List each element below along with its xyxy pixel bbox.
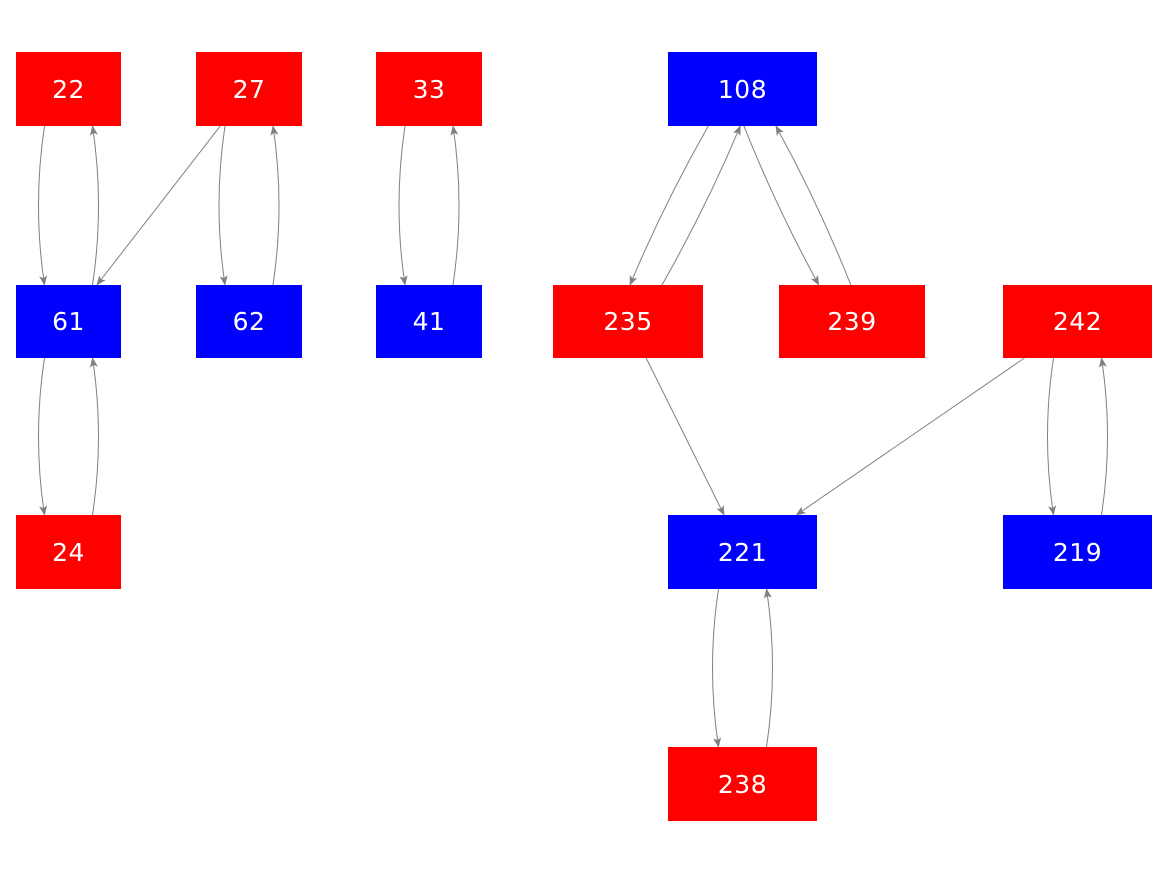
graph-edge-61-to-24 — [38, 357, 48, 516]
edge-paths — [38, 125, 1108, 748]
graph-node-62[interactable]: 62 — [196, 285, 302, 358]
graph-node-33[interactable]: 33 — [376, 52, 482, 126]
graph-edge-27-to-61 — [96, 125, 221, 286]
graph-edge-41-to-33 — [450, 125, 460, 286]
graph-edge-61-to-22 — [89, 125, 99, 286]
graph-node-27[interactable]: 27 — [196, 52, 302, 126]
graph-edge-24-to-61 — [89, 357, 99, 516]
graph-node-24[interactable]: 24 — [16, 515, 121, 589]
graph-edge-108-to-239 — [743, 125, 820, 286]
graph-edge-242-to-221 — [795, 357, 1025, 516]
graph-node-238[interactable]: 238 — [668, 747, 817, 821]
graph-node-22[interactable]: 22 — [16, 52, 121, 126]
graph-node-235[interactable]: 235 — [553, 285, 703, 358]
graph-edge-242-to-219 — [1047, 357, 1057, 516]
graph-edge-33-to-41 — [398, 125, 408, 286]
graph-edge-221-to-238 — [712, 588, 722, 748]
graph-edge-27-to-62 — [218, 125, 228, 286]
graph-edge-22-to-61 — [38, 125, 48, 286]
graph-node-239[interactable]: 239 — [779, 285, 925, 358]
graph-edge-235-to-108 — [661, 125, 741, 286]
graph-node-108[interactable]: 108 — [668, 52, 817, 126]
graph-node-242[interactable]: 242 — [1003, 285, 1152, 358]
graph-edge-219-to-242 — [1098, 357, 1108, 516]
graph-edge-108-to-235 — [629, 125, 709, 286]
graph-node-221[interactable]: 221 — [668, 515, 817, 589]
graph-edge-238-to-221 — [763, 588, 773, 748]
graph-edge-62-to-27 — [270, 125, 280, 286]
graph-edge-235-to-221 — [645, 357, 725, 516]
graph-node-41[interactable]: 41 — [376, 285, 482, 358]
graph-node-219[interactable]: 219 — [1003, 515, 1152, 589]
graph-node-61[interactable]: 61 — [16, 285, 121, 358]
graph-edge-239-to-108 — [775, 125, 852, 286]
